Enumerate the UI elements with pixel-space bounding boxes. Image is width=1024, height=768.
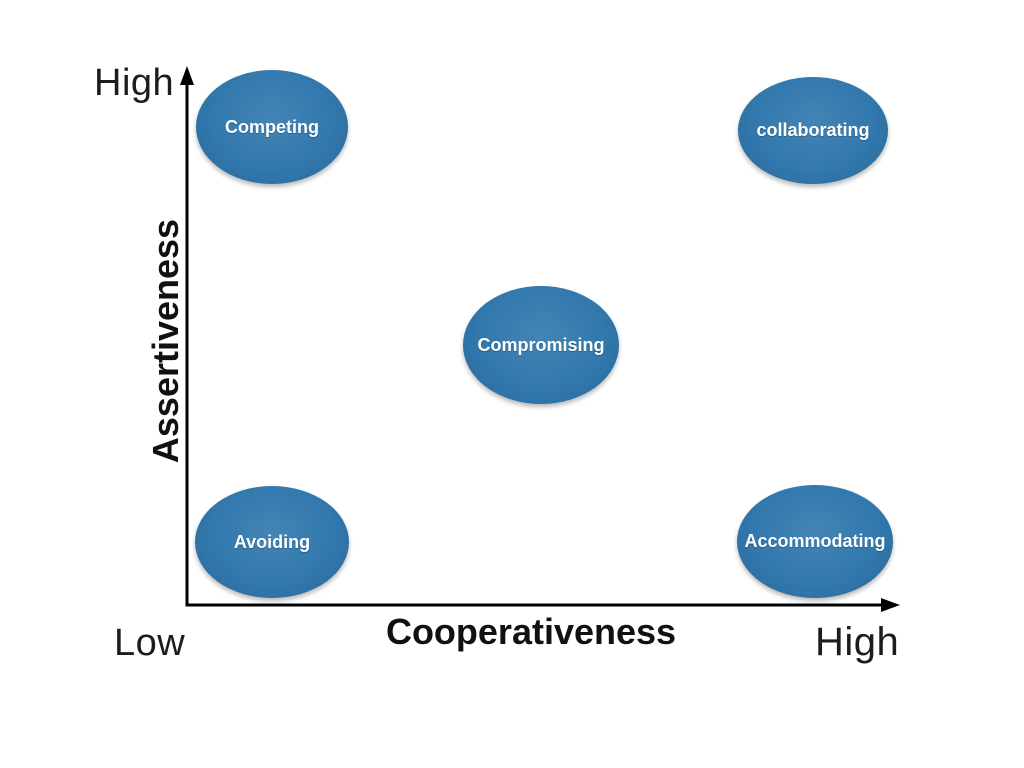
- y-axis-arrowhead-icon: [180, 66, 194, 85]
- node-accommodating-label: Accommodating: [744, 531, 886, 551]
- x-axis-low-label: Low: [114, 622, 186, 664]
- node-compromising-label: Compromising: [477, 334, 605, 355]
- x-axis-high-label: High: [815, 620, 900, 664]
- node-accommodating: Accommodating: [737, 485, 893, 598]
- y-axis-title: Assertiveness: [145, 218, 186, 464]
- node-competing: Competing: [196, 70, 348, 184]
- node-collaborating-label: collaborating: [756, 120, 870, 140]
- y-axis-high-label: High: [94, 62, 175, 104]
- node-competing-label: Competing: [225, 116, 319, 137]
- node-compromising: Compromising: [463, 286, 619, 404]
- node-collaborating: collaborating: [738, 77, 888, 184]
- x-axis-arrowhead-icon: [881, 598, 900, 612]
- x-axis-title: Cooperativeness: [385, 611, 677, 652]
- node-avoiding-label: Avoiding: [233, 531, 311, 552]
- node-avoiding: Avoiding: [195, 486, 349, 598]
